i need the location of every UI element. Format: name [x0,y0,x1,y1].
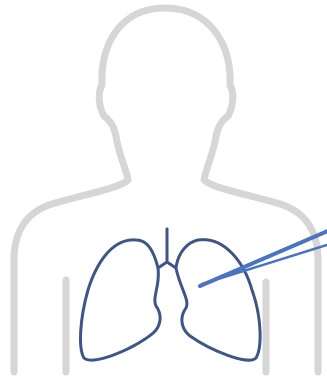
left-lung [81,240,161,360]
right-lung [176,240,260,361]
lungs-icon [81,229,261,360]
trachea [158,229,176,268]
human-torso-outline-icon [14,8,318,372]
biopsy-needle-icon [200,230,327,286]
